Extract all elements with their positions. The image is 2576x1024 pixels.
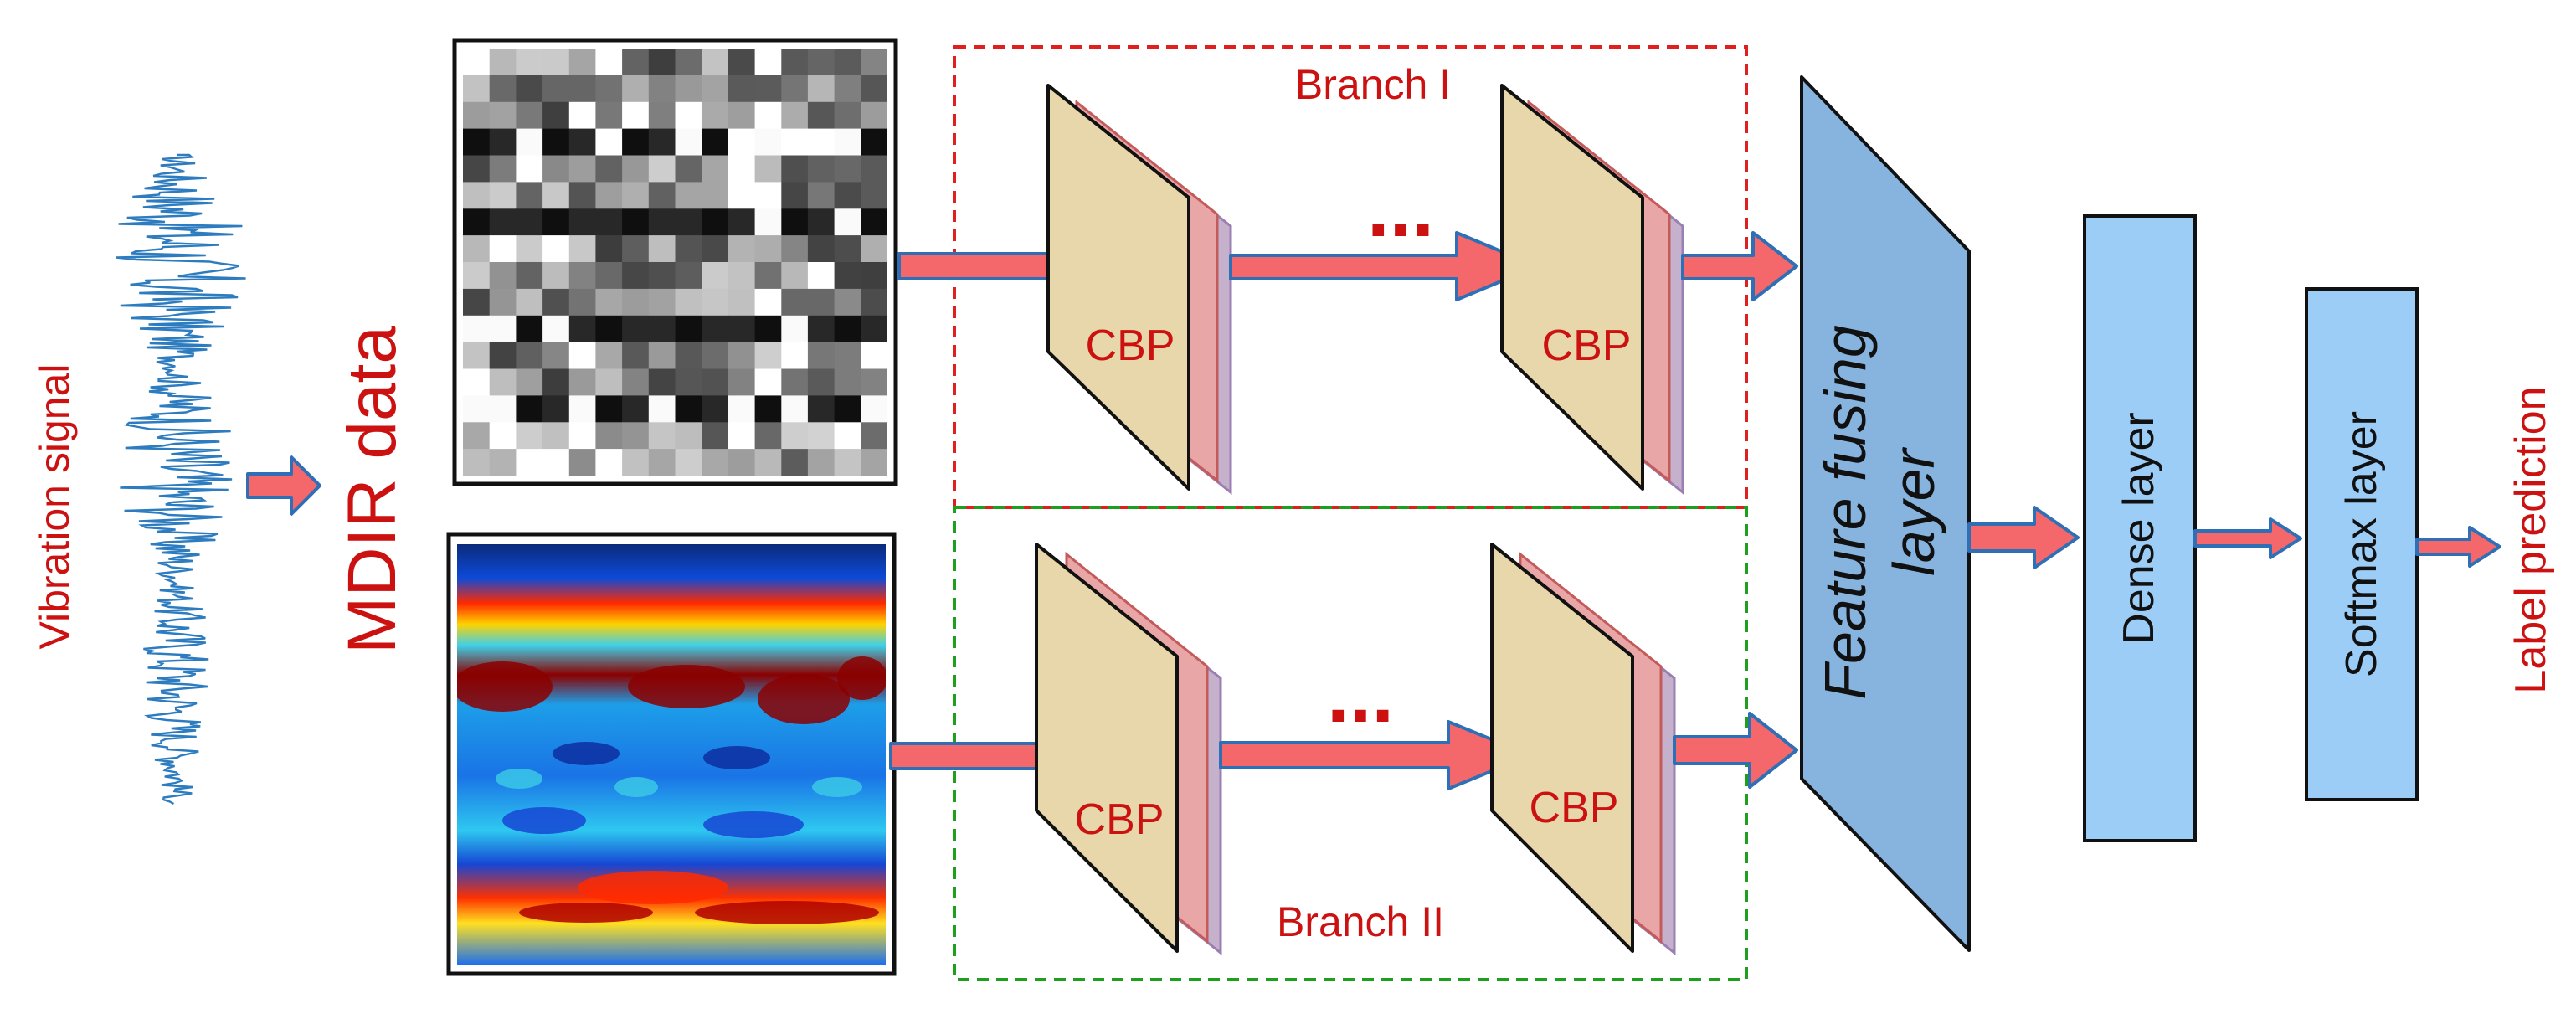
arrow-dense-to-softmax [2193, 517, 2302, 559]
branch-two-ellipsis: ... [1327, 650, 1394, 739]
arrow-branch1-middle [1229, 231, 1539, 301]
dense-layer: Dense layer [2083, 214, 2197, 842]
vibration-signal-label: Vibration signal [31, 364, 78, 650]
branch-one-label: Branch I [1295, 61, 1451, 108]
wavelet-scalogram-image [446, 532, 897, 976]
arrow-branch2-middle [1219, 720, 1532, 790]
cbp-label: CBP [1542, 322, 1632, 370]
branch-two-label: Branch II [1277, 898, 1444, 945]
cbp-block-branch1-second: CBP [1500, 84, 1684, 496]
softmax-layer-label: Softmax layer [2337, 411, 2386, 677]
cbp-block-branch2-first: CBP [1035, 543, 1222, 956]
feature-fusing-label-line2: layer [1881, 446, 1946, 575]
cbp-label: CBP [1530, 784, 1619, 832]
arrow-branch1-to-fusion [1681, 231, 1798, 301]
feature-fusing-label-line1: Feature fusing [1812, 325, 1878, 700]
vibration-waveform [116, 153, 246, 805]
cbp-block-branch1-first: CBP [1046, 84, 1232, 496]
branch-one-ellipsis: ... [1367, 164, 1434, 254]
label-prediction-output: Label prediction [2507, 386, 2555, 693]
cbp-label: CBP [1086, 322, 1175, 370]
mdir-data-label: MDIR data [334, 326, 410, 654]
cbp-label: CBP [1075, 795, 1165, 844]
arrow-branch2-to-fusion [1673, 712, 1798, 789]
cbp-block-branch2-second: CBP [1490, 543, 1676, 956]
mdir-matrix-image [452, 38, 898, 486]
feature-fusing-layer: Feature fusing layer [1800, 75, 1971, 952]
arrow-signal-to-mdir [246, 455, 321, 516]
dense-layer-label: Dense layer [2115, 412, 2163, 644]
arrow-softmax-to-output [2415, 526, 2501, 568]
arrow-fusion-to-dense [1967, 506, 2080, 569]
softmax-layer: Softmax layer [2305, 287, 2419, 801]
